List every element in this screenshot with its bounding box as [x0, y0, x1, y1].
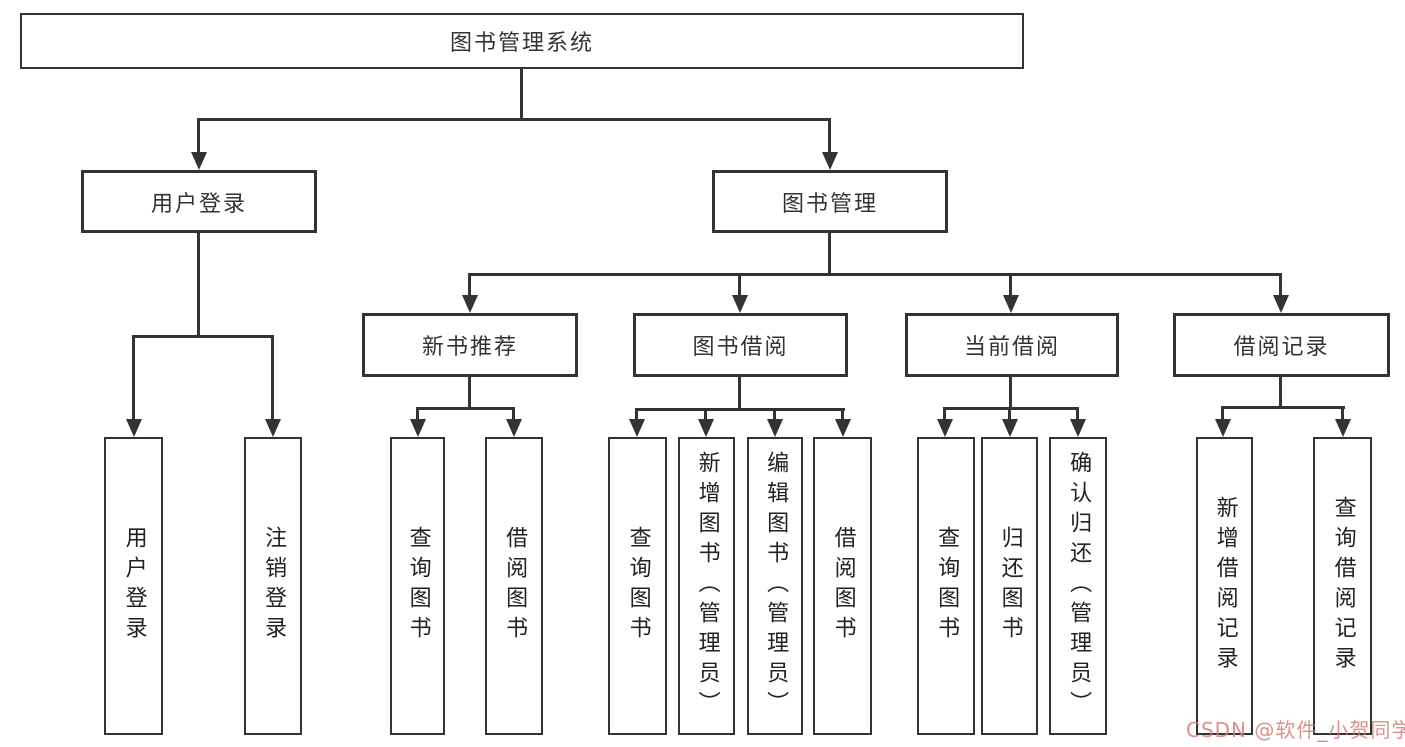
- node-label: 用户登录: [150, 191, 247, 217]
- leaf-current-return-book: 归还图书: [981, 437, 1038, 735]
- connector-line: [468, 273, 471, 299]
- arrowhead-down: [191, 152, 207, 170]
- node-book-borrow: 图书借阅: [633, 313, 848, 377]
- leaf-label: 查询图书: [934, 526, 960, 646]
- arrowhead-down: [1002, 419, 1018, 437]
- connector-line: [635, 408, 845, 411]
- connector-line: [197, 118, 831, 121]
- connector-line: [416, 407, 419, 423]
- connector-line: [1221, 406, 1224, 423]
- connector-line: [1221, 406, 1345, 409]
- leaf-borrow-query-book: 查询图书: [608, 437, 667, 735]
- csdn-watermark: CSDN @软件_小贺同学: [1186, 718, 1405, 742]
- leaf-borrow-edit-book-admin: 编辑图书（管理员）: [747, 437, 803, 735]
- arrowhead-down: [822, 152, 838, 170]
- connector-line: [468, 273, 1281, 276]
- connector-line: [828, 233, 831, 273]
- arrowhead-down: [462, 295, 478, 313]
- connector-line: [197, 118, 200, 156]
- connector-line: [773, 408, 776, 423]
- connector-line: [271, 335, 274, 423]
- connector-line: [738, 377, 741, 408]
- connector-line: [1279, 273, 1282, 299]
- connector-line: [512, 407, 515, 423]
- leaf-label: 新增借阅记录: [1212, 496, 1238, 676]
- arrowhead-down: [937, 419, 953, 437]
- connector-line: [841, 408, 844, 423]
- arrowhead-down: [265, 419, 281, 437]
- connector-line: [828, 118, 831, 156]
- connector-line: [1009, 273, 1012, 299]
- node-user-login: 用户登录: [81, 170, 317, 233]
- node-book-management: 图书管理: [712, 170, 948, 233]
- arrowhead-down: [767, 419, 783, 437]
- leaf-record-add-borrow-record: 新增借阅记录: [1196, 437, 1253, 735]
- arrowhead-down: [1335, 419, 1351, 437]
- leaf-label: 归还图书: [997, 526, 1023, 646]
- connector-line: [1279, 377, 1282, 406]
- leaf-record-query-borrow-record: 查询借阅记录: [1313, 437, 1372, 735]
- connector-line: [520, 69, 523, 118]
- node-library-management-system: 图书管理系统: [20, 13, 1024, 69]
- arrowhead-down: [1070, 419, 1086, 437]
- node-label: 图书借阅: [692, 335, 789, 360]
- connector-line: [1341, 406, 1344, 423]
- arrowhead-down: [126, 419, 142, 437]
- arrowhead-down: [1273, 295, 1289, 313]
- leaf-user-login: 用户登录: [104, 437, 163, 735]
- leaf-borrow-add-book-admin: 新增图书（管理员）: [678, 437, 735, 735]
- node-label: 当前借阅: [963, 335, 1060, 360]
- leaf-borrow-borrow-book: 借阅图书: [813, 437, 872, 735]
- connector-line: [738, 273, 741, 299]
- leaf-label: 借阅图书: [502, 526, 528, 646]
- node-label: 图书管理: [781, 191, 878, 217]
- node-new-book-recommend: 新书推荐: [362, 313, 578, 377]
- leaf-label: 查询图书: [405, 526, 431, 646]
- leaf-label: 编辑图书（管理员）: [763, 451, 789, 721]
- connector-line: [1008, 407, 1011, 423]
- arrowhead-down: [410, 419, 426, 437]
- connector-line: [132, 335, 135, 423]
- leaf-newrec-query-book: 查询图书: [390, 437, 445, 735]
- connector-line: [1076, 407, 1079, 423]
- connector-line: [468, 377, 471, 407]
- leaf-label: 查询借阅记录: [1330, 496, 1356, 676]
- connector-line: [1009, 377, 1012, 407]
- leaf-label: 借阅图书: [830, 526, 856, 646]
- node-borrow-record: 借阅记录: [1173, 313, 1390, 377]
- arrowhead-down: [1215, 419, 1231, 437]
- arrowhead-down: [835, 419, 851, 437]
- node-label: 新书推荐: [421, 335, 518, 360]
- leaf-label: 确认归还（管理员）: [1066, 451, 1092, 721]
- leaf-current-query-book: 查询图书: [917, 437, 975, 735]
- connector-line: [704, 408, 707, 423]
- arrowhead-down: [1003, 295, 1019, 313]
- node-label: 图书管理系统: [449, 31, 594, 56]
- leaf-label: 注销登录: [261, 526, 287, 646]
- leaf-newrec-borrow-book: 借阅图书: [485, 437, 543, 735]
- connector-line: [943, 407, 946, 423]
- connector-line: [132, 335, 274, 338]
- leaf-logout-login: 注销登录: [244, 437, 302, 735]
- leaf-current-confirm-return-admin: 确认归还（管理员）: [1049, 437, 1107, 735]
- arrowhead-down: [629, 419, 645, 437]
- arrowhead-down: [698, 419, 714, 437]
- node-current-borrow: 当前借阅: [905, 313, 1119, 377]
- leaf-label: 用户登录: [121, 526, 147, 646]
- leaf-label: 新增图书（管理员）: [694, 451, 720, 721]
- arrowhead-down: [732, 295, 748, 313]
- connector-line: [635, 408, 638, 423]
- connector-line: [943, 407, 1079, 410]
- connector-line: [416, 407, 515, 410]
- connector-line: [197, 233, 200, 335]
- node-label: 借阅记录: [1233, 335, 1330, 360]
- arrowhead-down: [506, 419, 522, 437]
- leaf-label: 查询图书: [625, 526, 651, 646]
